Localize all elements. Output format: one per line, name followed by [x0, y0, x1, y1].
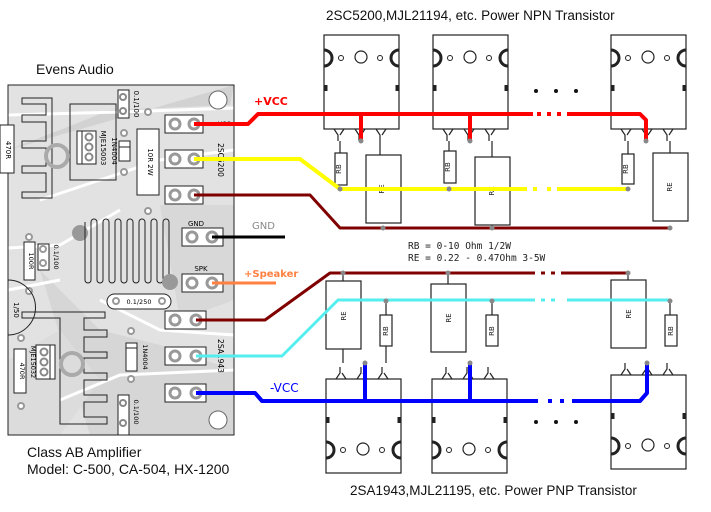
- pcb-board: 470R MJE15003 0.1/100 1N4004 10R 2W: [0, 84, 235, 436]
- board-caption: Class AB Amplifier Model: C-500, CA-504,…: [27, 444, 229, 478]
- npn-rb-2-label: RB: [444, 162, 452, 172]
- npn-rb-1-label: RB: [335, 164, 343, 174]
- npn-rb-1: [334, 152, 348, 186]
- cap-left-label: 0.1/100: [52, 245, 60, 270]
- pnp-rb-n: [664, 314, 678, 347]
- npn-rb-2: [443, 150, 457, 184]
- pnp-rb-n-label: RB: [667, 326, 675, 336]
- pnp-section-title: 2SA1943,MJL21195, etc. Power PNP Transis…: [350, 483, 637, 498]
- gnd-label: GND: [252, 221, 275, 232]
- pad-npn-base: [164, 149, 204, 169]
- spk-pad-label: SPK: [194, 265, 208, 273]
- caption-line-2: Model: C-500, CA-504, HX-1200: [27, 461, 230, 477]
- pnp-rb-2: [485, 314, 499, 347]
- resistor-10r-label: 10R 2W: [146, 148, 154, 175]
- cap-elec-label: 1/50: [12, 302, 20, 318]
- pad-npn-emitter: [164, 185, 204, 205]
- cap-bottom-label: 0.1/100: [132, 400, 140, 425]
- vcc-neg-label: -VCC: [270, 381, 299, 395]
- wire-pnp-base: [196, 298, 670, 358]
- vcc-pos-label: +VCC: [254, 95, 288, 108]
- npn-rb-n: [621, 153, 635, 185]
- driver-bottom-label: MJE15032: [29, 346, 37, 378]
- wire-npn-base: [194, 157, 628, 191]
- pad-vcc-neg: [164, 383, 207, 403]
- brand-label: Evens Audio: [36, 61, 114, 77]
- cap-top-label: 0.1/100: [132, 91, 140, 118]
- diode-bottom-label: 1N4004: [141, 344, 149, 370]
- legend-rb: RB = 0-10 Ohm 1/2W: [408, 241, 511, 252]
- output-inductor: [72, 218, 178, 290]
- pnp-re-1-label: RE: [340, 311, 348, 320]
- pad-pnp-emitter: [164, 310, 207, 330]
- wire-npn-emitter: [194, 193, 670, 230]
- npn-section-title: 2SC5200,MJL21194, etc. Power NPN Transis…: [326, 8, 615, 23]
- pnp-re-n: [610, 279, 647, 349]
- legend-re: RE = 0.22 - 0.47Ohm 3-5W: [408, 253, 546, 264]
- res-100r-label: 100R: [27, 253, 35, 270]
- speaker-label: +Speaker: [244, 269, 298, 280]
- npn-rb-n-label: RB: [622, 164, 630, 174]
- resistor-legend: RB = 0-10 Ohm 1/2W RE = 0.22 - 0.47Ohm 3…: [408, 241, 545, 265]
- pnp-re-2: [430, 283, 467, 353]
- wire-pnp-emitter: [196, 271, 628, 322]
- res-470r-label: 470R: [18, 363, 26, 380]
- driver-top-label: MJE15003: [99, 131, 107, 166]
- pnp-ellipsis: [534, 420, 578, 424]
- pad-speaker: [181, 273, 224, 293]
- pnp-rb-1-label: RB: [382, 326, 390, 336]
- pnp-re-n-label: RE: [625, 309, 633, 318]
- gnd-pad-label: GND: [188, 220, 204, 228]
- pnp-rb-2-label: RB: [488, 326, 496, 336]
- caption-line-1: Class AB Amplifier: [27, 444, 142, 460]
- pnp-re-2-label: RE: [445, 313, 453, 322]
- wire-vcc-pos: [194, 112, 648, 141]
- npn-re-n-label: RE: [666, 182, 674, 191]
- wire-vcc-neg: [196, 363, 649, 403]
- npn-ellipsis: [534, 89, 578, 93]
- res-left-top-label: 470R: [4, 141, 12, 159]
- cap-coil-label: 0.1/250: [127, 298, 152, 306]
- npn-re-n: [652, 152, 689, 222]
- npn-transistor-n: [609, 33, 688, 143]
- diode-top-label: 1N4004: [110, 137, 118, 165]
